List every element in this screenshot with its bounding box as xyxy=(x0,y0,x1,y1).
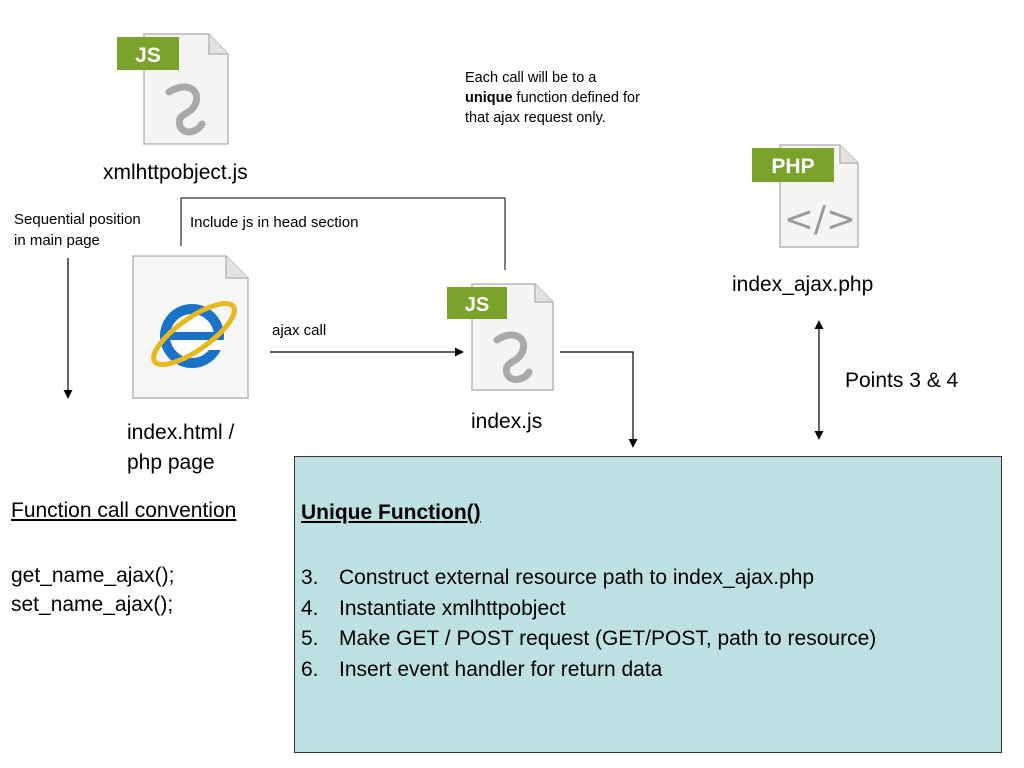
index-js-to-function-arrow xyxy=(560,351,638,448)
step-number: 4. xyxy=(301,596,319,620)
sequential-note-line2: in main page xyxy=(14,232,100,249)
each-call-note-line2-rest: function defined for xyxy=(512,90,640,106)
index-ajax-php-label: index_ajax.php xyxy=(732,273,874,296)
xmlhttpobject-js-label: xmlhttpobject.js xyxy=(103,161,248,184)
index-html-label-line2: php page xyxy=(127,451,215,474)
step-text: Instantiate xmlhttpobject xyxy=(339,596,566,620)
ajax-call-note: ajax call xyxy=(272,322,327,339)
php-badge-text: PHP xyxy=(771,155,814,178)
step-number: 6. xyxy=(301,657,319,681)
js-file-icon: JS xyxy=(117,33,229,145)
include-js-note: Include js in head section xyxy=(190,214,359,231)
index-html-label: index.html / php page xyxy=(127,418,234,478)
step-text: Make GET / POST request (GET/POST, path … xyxy=(339,627,877,650)
ie-file-icon xyxy=(132,255,249,399)
convention-call-item: set_name_ajax(); xyxy=(11,593,174,616)
step-text: Construct external resource path to inde… xyxy=(339,566,815,589)
convention-calls: get_name_ajax(); set_name_ajax(); xyxy=(11,561,174,619)
points-note: Points 3 & 4 xyxy=(845,369,959,392)
step-text: Insert event handler for return data xyxy=(339,657,663,681)
unique-function-box: Unique Function() 3. Construct external r… xyxy=(294,456,1002,753)
each-call-note-line2: unique function defined for xyxy=(465,88,705,108)
step-item: 4. Instantiate xmlhttpobject xyxy=(301,594,876,625)
sequential-note: Sequential position in main page xyxy=(14,209,141,251)
each-call-note-line1: Each call will be to a xyxy=(465,70,597,86)
index-js-label: index.js xyxy=(471,410,543,433)
step-item: 3. Construct external resource path to in… xyxy=(301,563,876,594)
each-call-note: Each call will be to a unique function d… xyxy=(465,68,705,128)
each-call-note-line3: that ajax request only. xyxy=(465,110,606,126)
code-glyph: </> xyxy=(784,199,856,240)
js-badge-text: JS xyxy=(135,44,161,67)
unique-function-title: Unique Function() xyxy=(301,501,481,524)
step-item: 5. Make GET / POST request (GET/POST, pat… xyxy=(301,624,876,655)
sequential-note-line1: Sequential position xyxy=(14,211,141,228)
php-file-icon: PHP </> xyxy=(752,144,859,248)
convention-title: Function call convention xyxy=(11,499,237,522)
step-number: 5. xyxy=(301,627,319,650)
include-js-connector xyxy=(180,197,506,270)
unique-function-steps: 3. Construct external resource path to in… xyxy=(301,563,876,685)
index-html-label-line1: index.html / xyxy=(127,421,235,444)
index-js-badge-text: JS xyxy=(465,294,489,316)
index-js-file-icon: JS xyxy=(447,283,554,391)
step-number: 3. xyxy=(301,566,319,589)
convention-call-item: get_name_ajax(); xyxy=(11,564,175,587)
step-item: 6. Insert event handler for return data xyxy=(301,655,876,686)
each-call-note-bold: unique xyxy=(465,90,513,106)
